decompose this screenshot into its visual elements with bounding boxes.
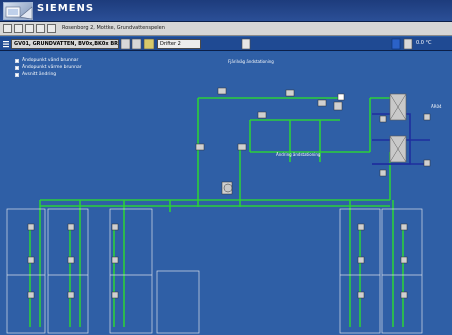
prev-page-icon[interactable] [120, 38, 131, 50]
top-flow-label: Fjärilväg ändstationing [228, 59, 274, 64]
pump-icon[interactable] [223, 183, 233, 193]
location-field[interactable]: GV01, GRUNDVATTEN, BV0x,BK0x BRUNNAR [11, 39, 119, 49]
logo-graphic-icon [5, 6, 33, 20]
thermometer-icon [403, 38, 413, 50]
pencil-icon[interactable] [143, 38, 155, 50]
info-icon[interactable] [241, 37, 251, 51]
location-bar: GV01, GRUNDVATTEN, BV0x,BK0x BRUNNAR Dri… [0, 37, 452, 51]
print-icon[interactable] [36, 24, 45, 33]
brand-name: SIEMENS [37, 3, 95, 14]
status-indicator-icon [391, 38, 401, 50]
plant-diagram: Ändopunkt vänd brunnar Ändopunkt värme b… [0, 52, 452, 335]
navigation-buttons [120, 38, 155, 50]
forward-icon[interactable] [25, 24, 34, 33]
back-icon[interactable] [14, 24, 23, 33]
settings-icon[interactable] [47, 24, 56, 33]
legend: Ändopunkt vänd brunnar Ändopunkt värme b… [15, 58, 82, 79]
piping-diagram [6, 87, 431, 334]
breadcrumb: Rosenborg 2, Mottke, Grundvattenspelen [62, 25, 165, 31]
title-bar: SIEMENS [0, 0, 452, 22]
legend-item[interactable]: Ändopunkt värme brunnar [15, 65, 82, 72]
home-icon[interactable] [3, 24, 12, 33]
temperature-readout: 0.0 °C [416, 40, 432, 46]
sensor-icon[interactable] [337, 93, 345, 101]
legend-item[interactable]: Ändopunkt vänd brunnar [15, 58, 82, 65]
legend-item[interactable]: Avsnitt ändring [15, 72, 82, 79]
app-logo [3, 2, 33, 20]
mid-flow-label: Ändring ändstationing [276, 152, 321, 157]
menu-icon[interactable] [1, 37, 11, 51]
next-page-icon[interactable] [131, 38, 142, 50]
icon-toolbar: Rosenborg 2, Mottke, Grundvattenspelen [0, 22, 452, 36]
right-flow-label: ÄR04 [431, 104, 442, 109]
view-select[interactable]: Drifter 2 [157, 39, 201, 49]
